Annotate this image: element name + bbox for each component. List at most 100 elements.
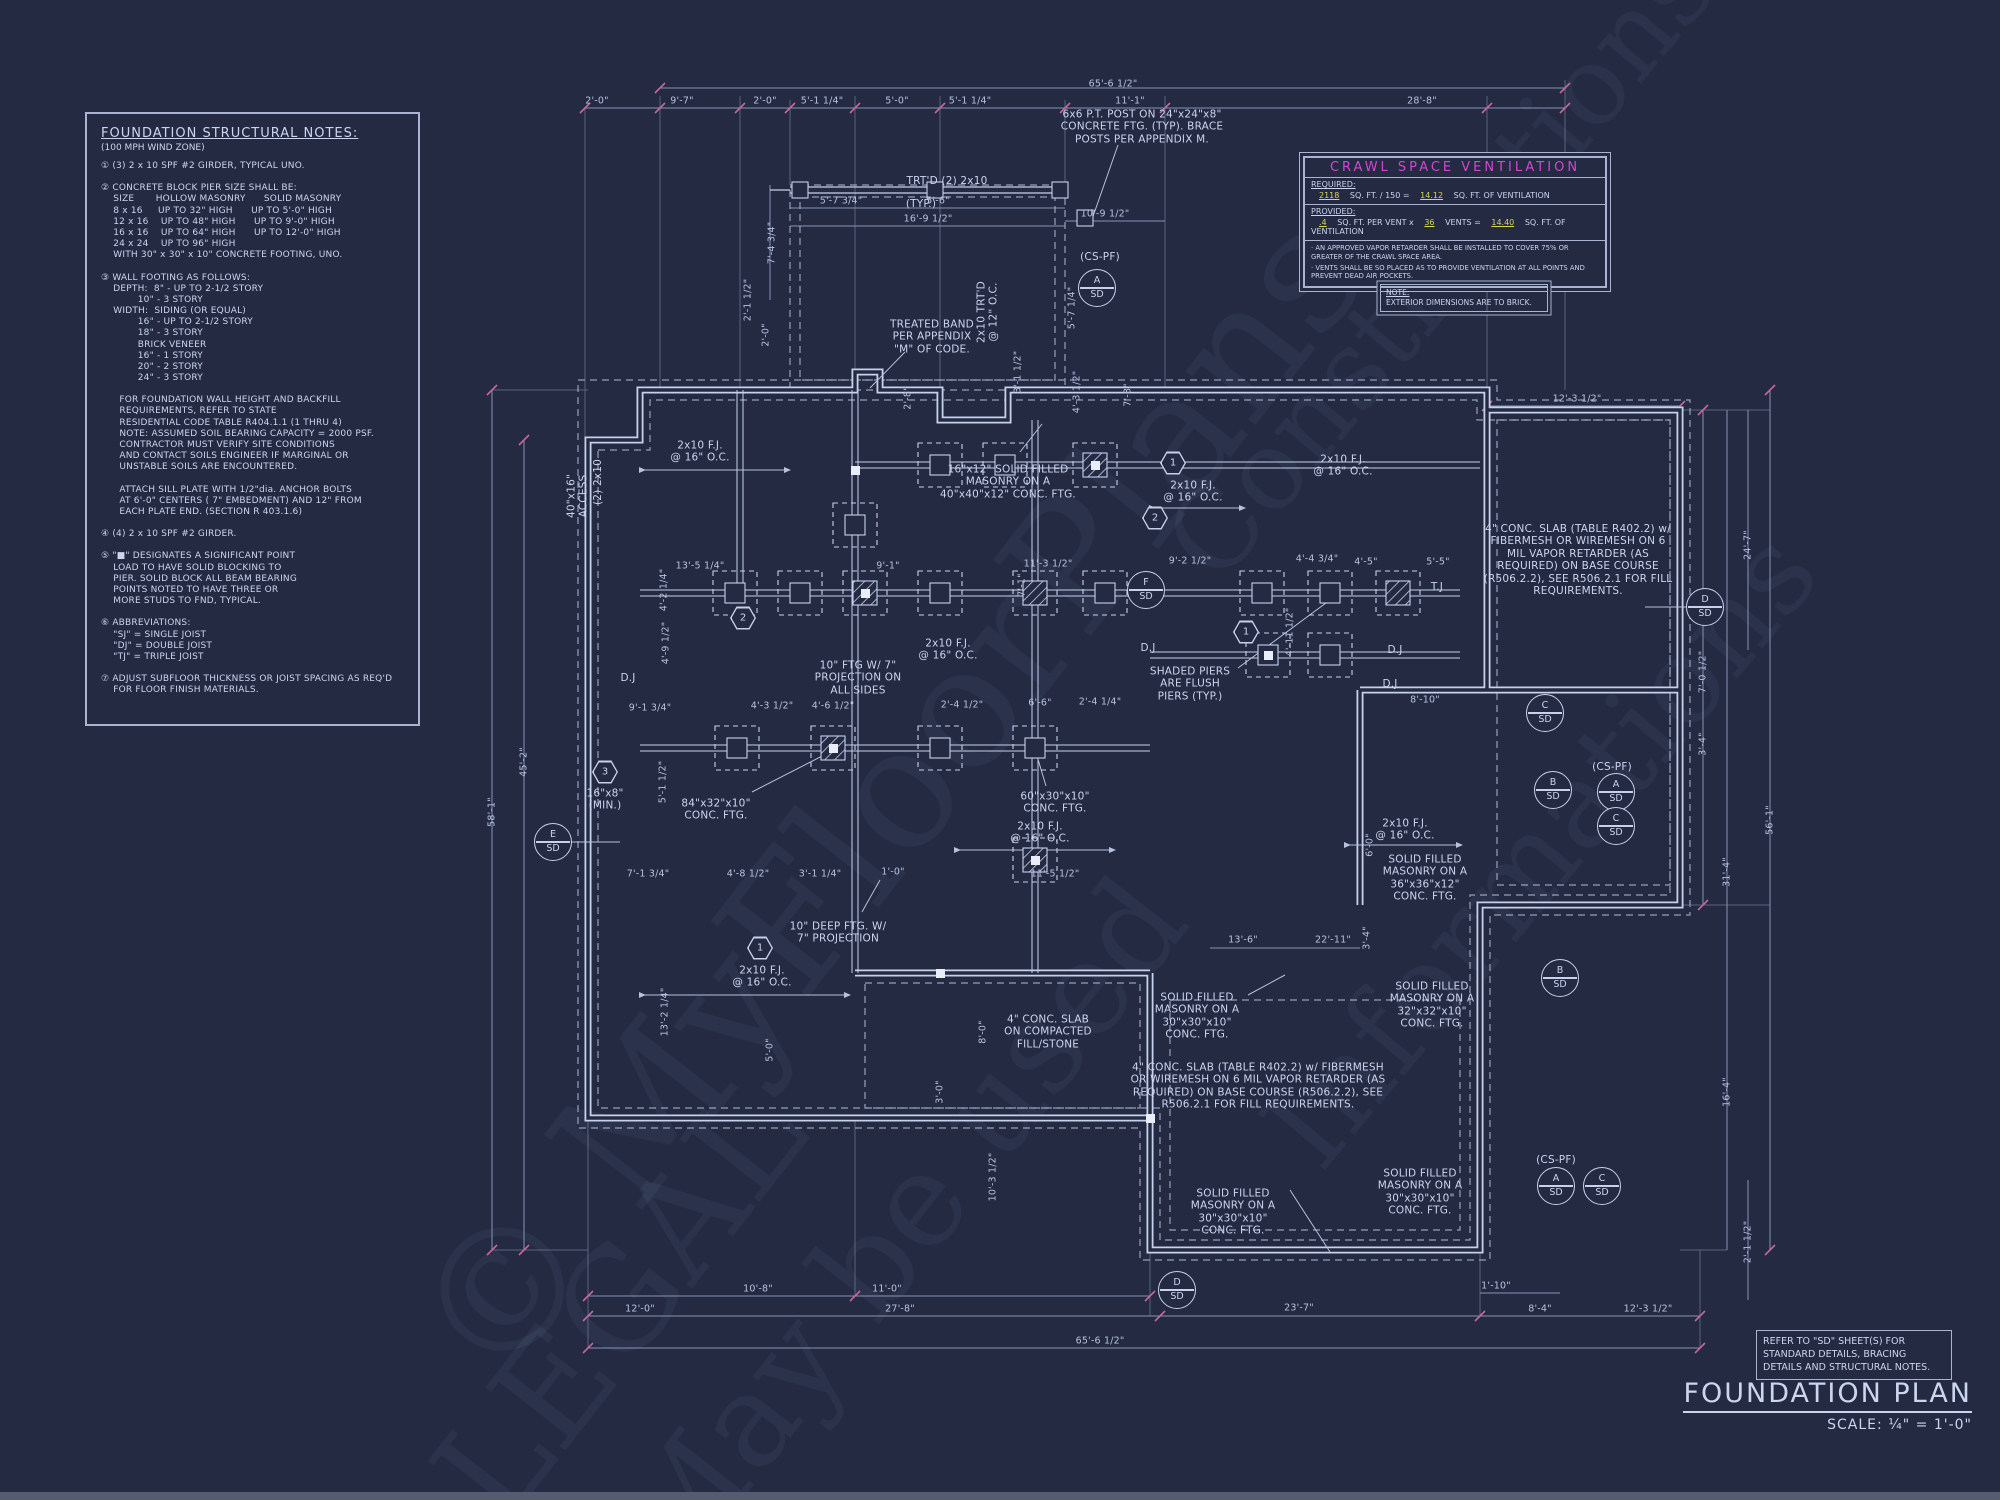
dimension-label: 2'-1 1/2" bbox=[1742, 1220, 1754, 1264]
dimension-label: 7'-4 3/4" bbox=[766, 221, 778, 265]
note-box-label: NOTE: bbox=[1386, 288, 1410, 297]
dimension-label: 5'-1 1/4" bbox=[948, 95, 992, 107]
vent-provided-value: .4 bbox=[1319, 218, 1327, 227]
dimension-label: 3'-1 1/2" bbox=[1012, 350, 1024, 394]
notes-line: ATTACH SILL PLATE WITH 1/2"dia. ANCHOR B… bbox=[101, 484, 353, 495]
dimension-label: 4'-6 1/2" bbox=[811, 700, 855, 712]
sheet-edge-strip bbox=[0, 1492, 2000, 1500]
notes-line: POINTS NOTED TO HAVE THREE OR bbox=[101, 584, 279, 595]
notes-line: WITH 30" x 30" x 10" CONCRETE FOOTING, U… bbox=[101, 250, 343, 261]
dimension-label: 9'-1 3/4" bbox=[628, 702, 672, 714]
dimension-label: 9'-2 1/2" bbox=[1168, 555, 1212, 567]
dimension-label: 5'-6" bbox=[926, 195, 950, 207]
dimension-label: 5'-7 1/4" bbox=[1066, 286, 1078, 330]
dimension-label: 2'-0" bbox=[585, 95, 609, 107]
notes-title: FOUNDATION STRUCTURAL NOTES: bbox=[101, 126, 359, 141]
dimension-label: 5'-1 1/4" bbox=[800, 95, 844, 107]
dimension-label: 9'-1" bbox=[876, 560, 900, 572]
notes-line: BRICK VENEER bbox=[101, 339, 207, 350]
dimension-label: 23'-7" bbox=[1284, 1302, 1314, 1314]
annotation-label: D.J bbox=[1382, 677, 1398, 690]
dimension-label: 11'-5 1/2" bbox=[1030, 868, 1080, 880]
dimension-label: 12'-3 1/2" bbox=[1552, 393, 1602, 405]
notes-line bbox=[101, 540, 404, 551]
annotation-label: (CS-PF) bbox=[1080, 250, 1120, 263]
notes-lines: ① (3) 2 x 10 SPF #2 GIRDER, TYPICAL UNO.… bbox=[101, 161, 404, 697]
annotation-label: SOLID FILLED MASONRY ON A 30"x30"x10" CO… bbox=[1154, 991, 1240, 1041]
keynote-hex-1: 1 bbox=[1160, 451, 1186, 475]
vent-bullet: · AN APPROVED VAPOR RETARDER SHALL BE IN… bbox=[1311, 244, 1569, 261]
notes-line bbox=[101, 172, 404, 183]
notes-line: 16" - 1 STORY bbox=[101, 350, 203, 361]
dimension-label: 2'-0" bbox=[753, 95, 777, 107]
vent-provided-result: 14.40 bbox=[1491, 218, 1515, 227]
dimension-label: 5'-5" bbox=[1426, 556, 1450, 568]
dimension-label: 7'-1" bbox=[1016, 573, 1028, 597]
keynote-hex-1: 1 bbox=[747, 936, 773, 960]
sheet-title: FOUNDATION PLAN bbox=[1683, 1378, 1972, 1413]
notes-line: ④ (4) 2 x 10 SPF #2 GIRDER. bbox=[101, 529, 237, 540]
dimension-label: 58'-1" bbox=[486, 797, 498, 827]
annotation-label: 2x10 F.J. @ 16" O.C. bbox=[670, 439, 730, 464]
dimension-label: 10'-3 1/2" bbox=[987, 1152, 999, 1202]
vent-required-value: 2118 bbox=[1319, 191, 1340, 200]
keynote-hex-3: 3 bbox=[592, 760, 618, 784]
annotation-label: 4" CONC. SLAB (TABLE R402.2) w/ FIBERMES… bbox=[1130, 1061, 1386, 1111]
notes-line bbox=[101, 384, 404, 395]
notes-line: 10" - 3 STORY bbox=[101, 294, 203, 305]
annotation-label: 40"x16" ACCESS bbox=[565, 474, 590, 518]
dimension-label: 4'-3 1/2" bbox=[750, 700, 794, 712]
dimension-label: 16'-9 1/2" bbox=[903, 213, 953, 225]
vent-required-label: REQUIRED: bbox=[1311, 180, 1356, 189]
annotation-label: 2x10 F.J. @ 16" O.C. bbox=[1010, 820, 1070, 845]
dimension-label: 8'-0" bbox=[977, 1020, 989, 1044]
notes-line: 24 x 24 UP TO 96" HIGH bbox=[101, 239, 236, 250]
vent-provided-mid: SQ. FT. PER VENT x bbox=[1337, 218, 1414, 227]
title-block: FOUNDATION PLAN SCALE: ¼" = 1'-0" bbox=[1683, 1378, 1972, 1433]
dimension-label: 2'-8" bbox=[902, 386, 914, 410]
dimension-label: 2'-4 1/2" bbox=[940, 699, 984, 711]
notes-line: 12 x 16 UP TO 48" HIGH UP TO 9'-0" HIGH bbox=[101, 216, 335, 227]
dimension-label: 28'-8" bbox=[1407, 95, 1437, 107]
notes-line: 24" - 3 STORY bbox=[101, 372, 203, 383]
foundation-structural-notes-panel: FOUNDATION STRUCTURAL NOTES: (100 MPH WI… bbox=[85, 112, 420, 726]
notes-line: EACH PLATE END. (SECTION R 403.1.6) bbox=[101, 506, 303, 517]
annotation-label: (TYP.) bbox=[905, 197, 937, 210]
notes-line: AT 6'-0" CENTERS ( 7" EMBEDMENT) AND 12"… bbox=[101, 495, 362, 506]
annotation-label: (CS-PF) bbox=[1536, 1153, 1576, 1166]
dimension-label: 8'-10" bbox=[1410, 694, 1440, 706]
annotation-label: SOLID FILLED MASONRY ON A 30"x30"x10" CO… bbox=[1377, 1167, 1463, 1217]
annotation-label: 2x10 F.J. @ 16" O.C. bbox=[1163, 479, 1223, 504]
notes-line: ⑦ ADJUST SUBFLOOR THICKNESS OR JOIST SPA… bbox=[101, 674, 393, 685]
annotation-label: 16"x8" (MIN.) bbox=[586, 787, 624, 812]
dimension-label: 7'-0 1/2" bbox=[1697, 650, 1709, 694]
dimension-label: 3'-1 1/4" bbox=[798, 868, 842, 880]
notes-line bbox=[101, 663, 404, 674]
notes-line: 16 x 16 UP TO 64" HIGH UP TO 12'-0" HIGH bbox=[101, 227, 341, 238]
annotation-label: (CS-PF) bbox=[1592, 760, 1632, 773]
notes-line: UNSTABLE SOILS ARE ENCOUNTERED. bbox=[101, 462, 298, 473]
vent-required-result: 14.12 bbox=[1420, 191, 1444, 200]
notes-line: AND CONTACT SOILS ENGINEER IF MARGINAL O… bbox=[101, 451, 349, 462]
annotation-label: 60"x30"x10" CONC. FTG. bbox=[1020, 790, 1090, 815]
dimension-label: 7'-8" bbox=[1122, 383, 1134, 407]
dimension-label: 7'-1 3/4" bbox=[626, 868, 670, 880]
annotation-label: 4" CONC. SLAB ON COMPACTED FILL/STONE bbox=[1004, 1013, 1092, 1051]
keynote-hex-2: 2 bbox=[1142, 506, 1168, 530]
dimension-label: 3'-4" bbox=[1697, 732, 1709, 756]
notes-line: 18" - 3 STORY bbox=[101, 328, 203, 339]
dimension-label: 22'-11" bbox=[1315, 934, 1351, 946]
notes-line: ③ WALL FOOTING AS FOLLOWS: bbox=[101, 272, 251, 283]
notes-line: FOR FOUNDATION WALL HEIGHT AND BACKFILL bbox=[101, 395, 341, 406]
annotation-label: 84"x32"x10" CONC. FTG. bbox=[681, 797, 751, 822]
annotation-label: 2x10 TRT'D @ 12" O.C. bbox=[975, 281, 1000, 343]
